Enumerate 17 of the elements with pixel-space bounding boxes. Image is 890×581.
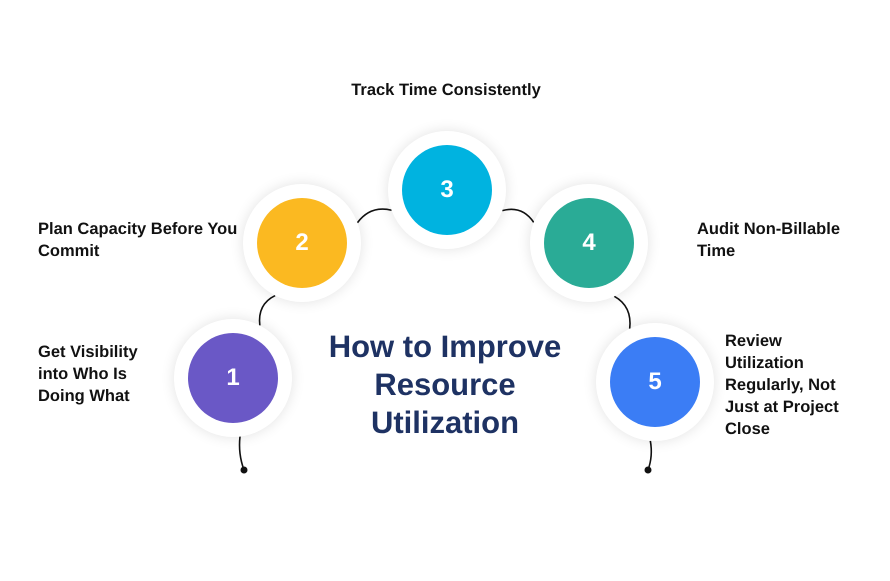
arc-connector — [238, 436, 248, 474]
arc-connector — [356, 208, 392, 224]
step-label: Review Utilization Regularly, Not Just at Project Close — [725, 331, 840, 440]
step-number: 1 — [188, 333, 278, 423]
arc-connector — [258, 294, 276, 326]
arc-connector — [644, 440, 652, 474]
step-number: 2 — [257, 198, 347, 288]
step-label: Plan Capacity Before You Commit — [38, 219, 238, 262]
title: How to Improve Resource Utilization — [328, 328, 562, 442]
arc-connector — [502, 208, 534, 223]
step-label: Audit Non-Billable Time — [697, 219, 841, 262]
step-number: 4 — [544, 198, 634, 288]
step-label: Get Visibility into Who Is Doing What — [38, 342, 139, 407]
step-number: 3 — [402, 145, 492, 235]
step-label: Track Time Consistently — [350, 80, 542, 101]
step-number: 5 — [610, 337, 700, 427]
arc-connector — [614, 296, 631, 329]
